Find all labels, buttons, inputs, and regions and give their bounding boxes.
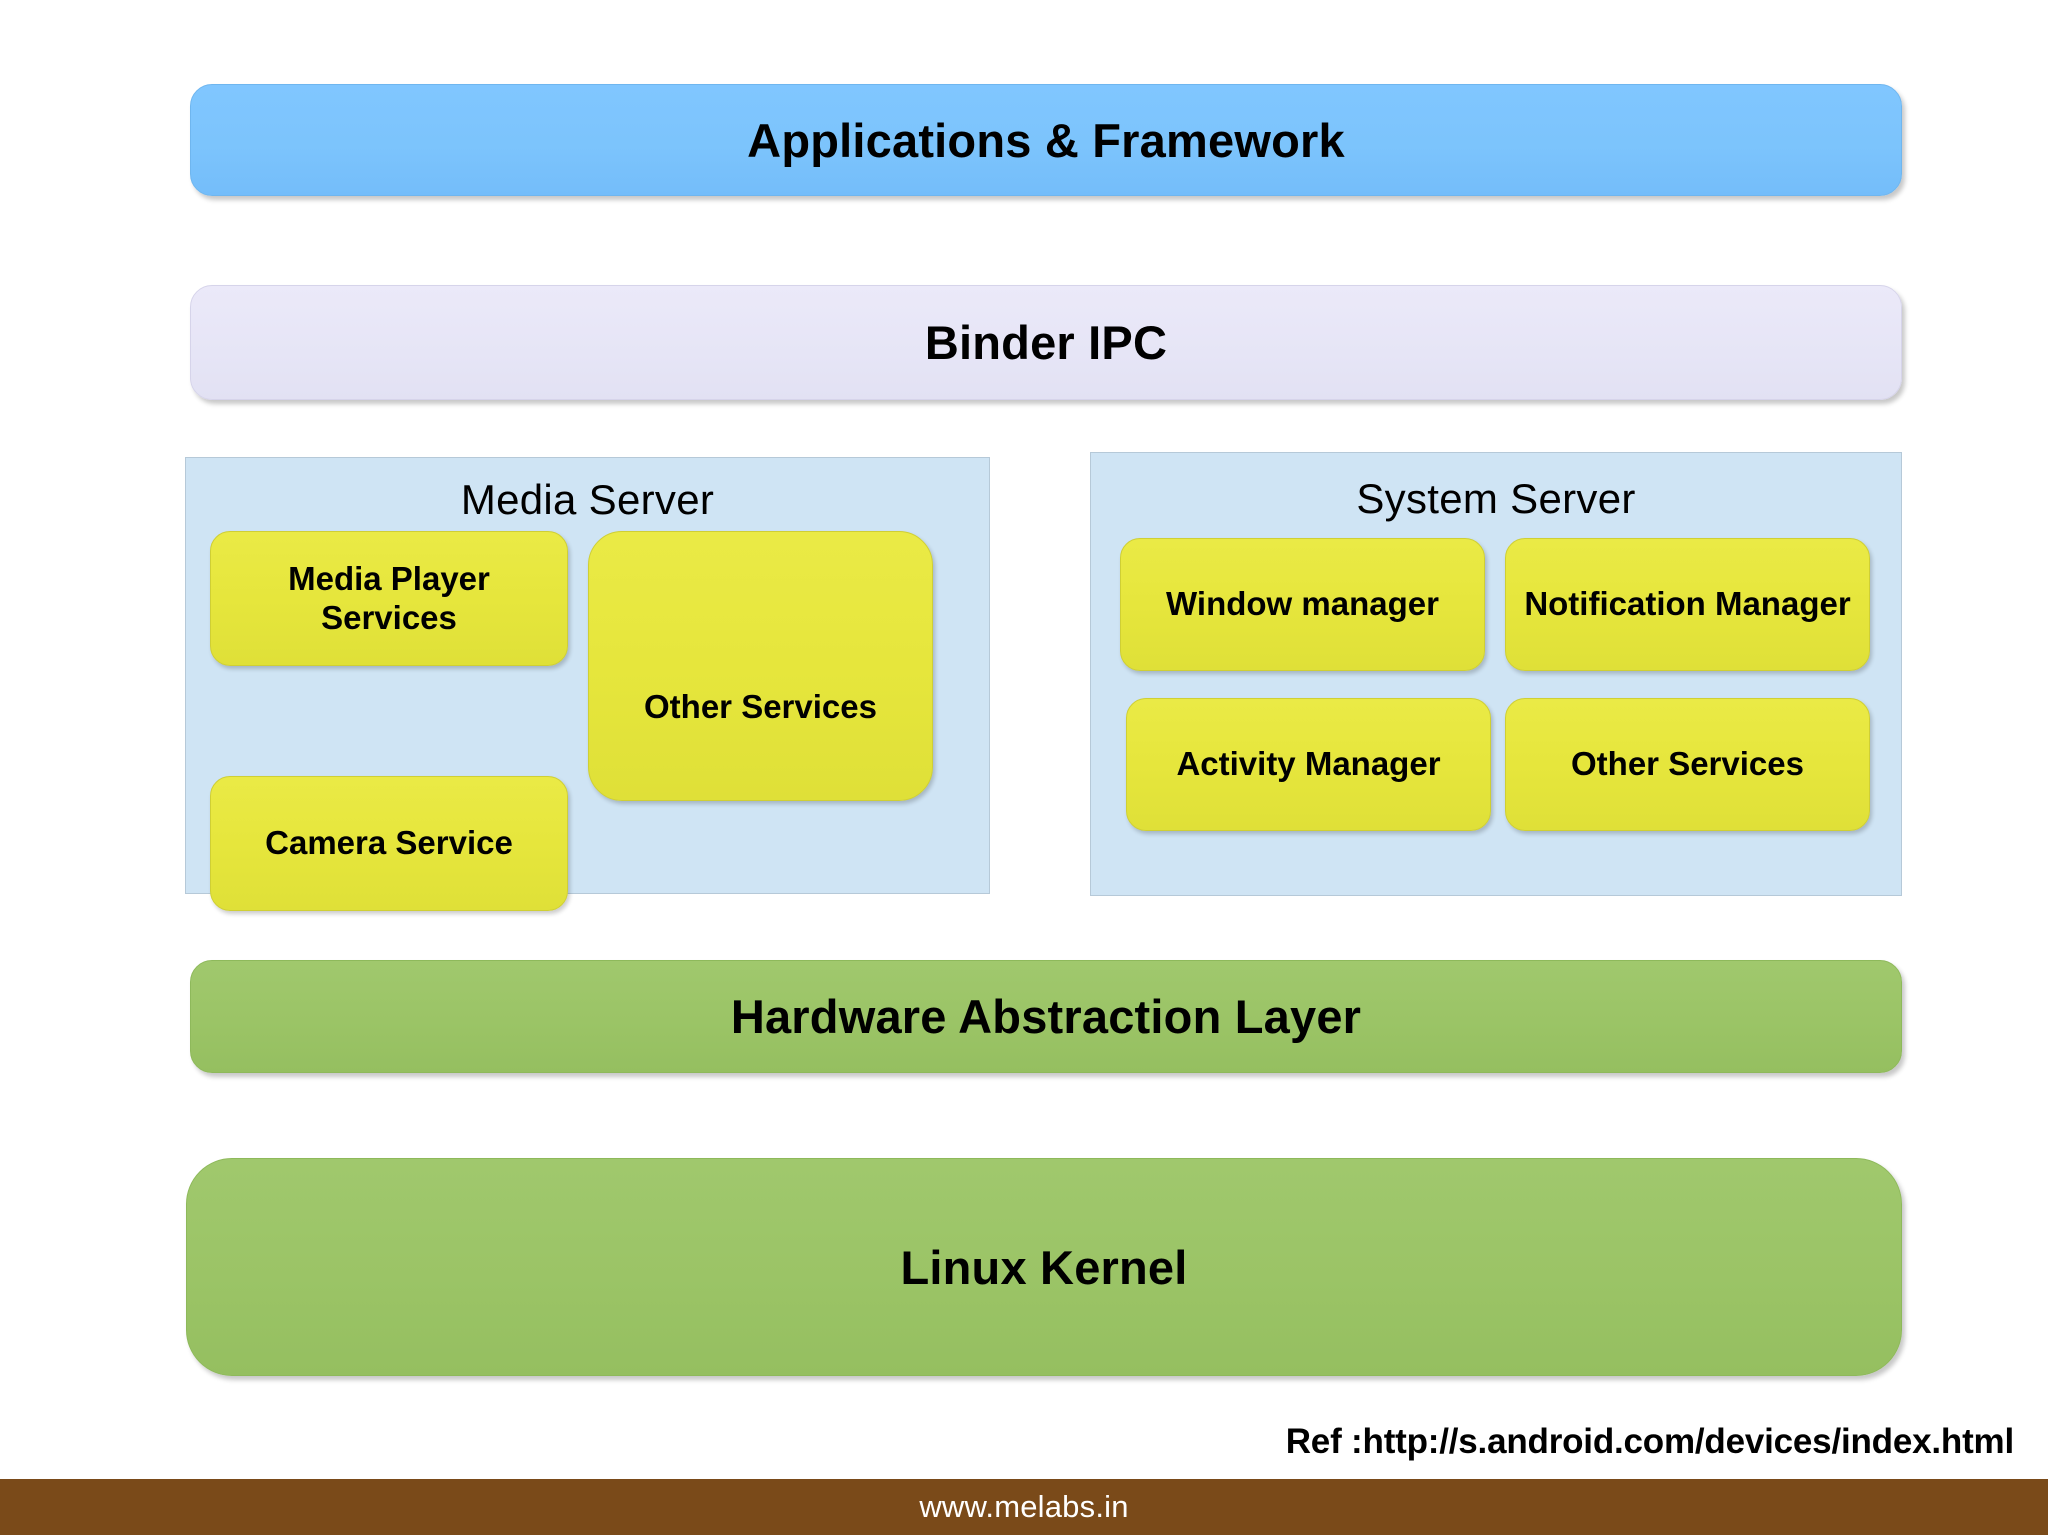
layer-applications-framework: Applications & Framework — [190, 84, 1902, 196]
service-box-system-other-services: Other Services — [1505, 698, 1870, 831]
media-server-panel: Media Server Media Player Services Camer… — [185, 457, 990, 911]
system-server-panel: System Server Window manager Notificatio… — [1090, 452, 1902, 896]
layer-linux-kernel-label: Linux Kernel — [900, 1240, 1188, 1294]
service-box-notification-manager: Notification Manager — [1505, 538, 1870, 671]
layer-hardware-abstraction: Hardware Abstraction Layer — [190, 960, 1902, 1073]
service-box-label: Camera Service — [265, 824, 513, 862]
layer-applications-framework-label: Applications & Framework — [747, 113, 1345, 167]
service-box-label: Other Services — [1571, 745, 1804, 783]
site-footer-url: www.melabs.in — [919, 1489, 1129, 1524]
service-box-camera-service: Camera Service — [210, 776, 568, 911]
service-box-label: Window manager — [1166, 585, 1439, 623]
layer-binder-ipc: Binder IPC — [190, 285, 1902, 400]
service-box-label: Notification Manager — [1524, 585, 1851, 623]
service-box-label: Activity Manager — [1176, 745, 1441, 783]
system-server-title: System Server — [1356, 475, 1636, 522]
service-box-activity-manager: Activity Manager — [1126, 698, 1491, 831]
service-box-label: Other Services — [644, 688, 877, 725]
layer-binder-ipc-label: Binder IPC — [924, 316, 1168, 369]
service-box-media-other-services: Other Services — [588, 531, 933, 801]
reference-link-text: Ref :http://s.android.com/devices/index.… — [1285, 1422, 2014, 1461]
site-footer: www.melabs.in — [0, 1479, 2048, 1535]
service-box-media-player-services: Media Player Services — [210, 531, 568, 666]
layer-hardware-abstraction-label: Hardware Abstraction Layer — [730, 990, 1362, 1043]
service-box-label: Media Player Services — [288, 559, 490, 636]
service-box-window-manager: Window manager — [1120, 538, 1485, 671]
media-server-title: Media Server — [460, 476, 715, 523]
layer-linux-kernel: Linux Kernel — [186, 1158, 1902, 1376]
